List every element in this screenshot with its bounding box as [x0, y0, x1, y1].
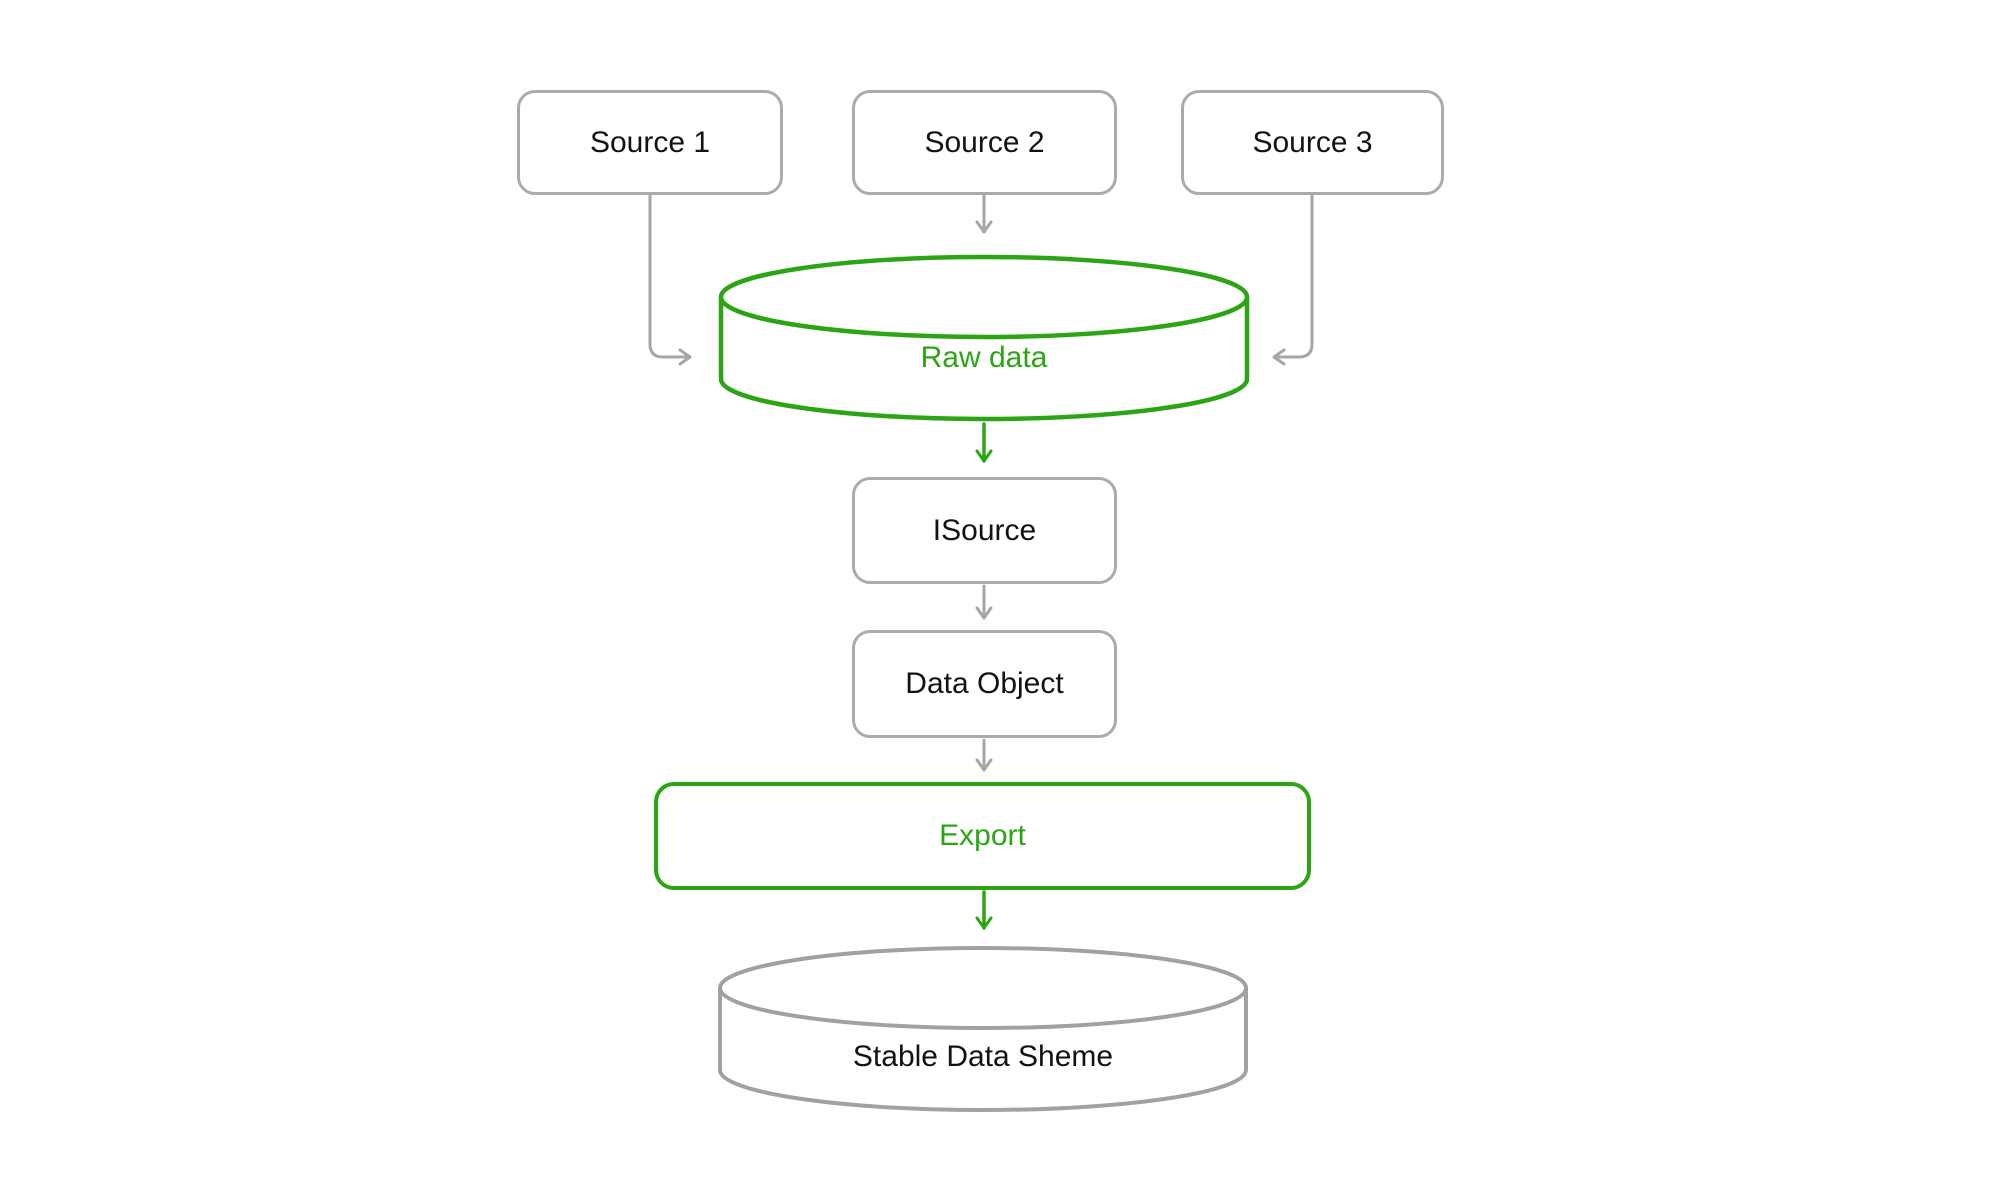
cylinder-stable-data-scheme — [718, 946, 1248, 1112]
node-source-2: Source 2 — [852, 90, 1117, 195]
node-source-2-label: Source 2 — [924, 125, 1045, 159]
node-source-1-label: Source 1 — [589, 125, 711, 159]
node-export: Export — [654, 782, 1311, 890]
node-data-object-label: Data Object — [905, 667, 1064, 700]
arrow-source3-to-raw-data — [1272, 194, 1314, 366]
node-export-label: Export — [939, 819, 1026, 852]
node-source-3: Source 3 — [1181, 90, 1444, 195]
arrow-source1-to-raw-data — [648, 194, 692, 366]
node-isource: ISource — [852, 477, 1117, 584]
node-source-1: Source 1 — [517, 90, 783, 195]
cylinder-raw-data — [718, 254, 1250, 422]
node-data-object: Data Object — [852, 630, 1117, 738]
node-source-3-label: Source 3 — [1252, 125, 1373, 159]
node-isource-label: ISource — [932, 513, 1037, 547]
